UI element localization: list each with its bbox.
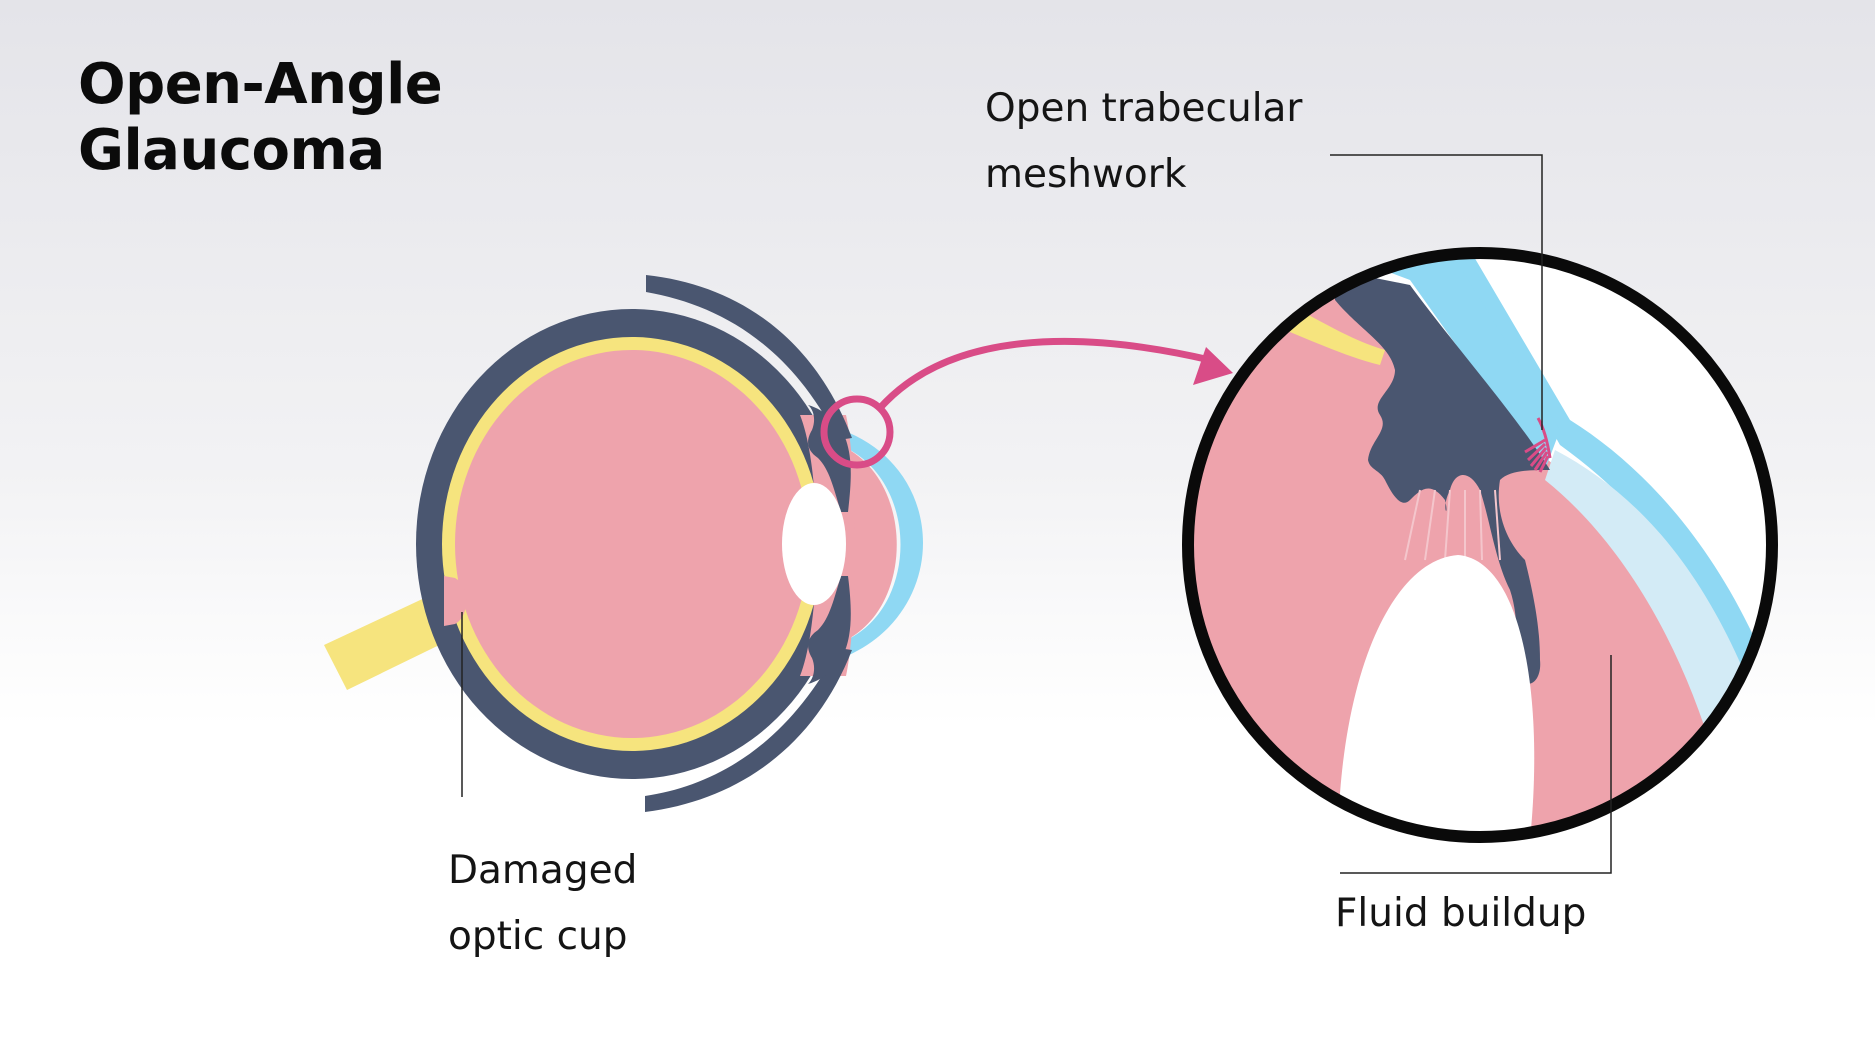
anterior-chamber [842,446,897,642]
sclera-band [1330,253,1560,470]
chamber-fluid [1188,260,1740,837]
magnifier-border [1182,247,1778,843]
cornea [842,430,923,658]
label-trabecular-meshwork: Open trabecular meshwork [985,76,1302,208]
label-trabecular-line-1: Open trabecular [985,86,1303,131]
title-line-2: Glaucoma [78,118,385,183]
cornea-outer [1450,253,1772,740]
leader-line-fluid [1340,655,1612,874]
magnified-lens [1338,555,1535,837]
title-line-1: Open-Angle [78,52,443,117]
cornea-inner [1545,450,1770,760]
label-damaged-optic-cup: Damaged optic cup [448,838,637,970]
iris-bottom [808,576,851,684]
diagram-title: Open-Angle Glaucoma [78,52,443,184]
zoom-arrow-head [1193,347,1233,385]
magnified-view [1182,247,1778,843]
zonule-fibers [1404,489,1501,561]
leader-lines [461,154,1612,874]
iris-top [808,405,851,512]
lens [782,483,846,605]
trabecular-meshwork [1524,417,1552,473]
label-fluid-buildup: Fluid buildup [1335,891,1587,936]
damaged-optic-cup [444,576,467,626]
highlight-ring [820,395,894,469]
label-cup-line-1: Damaged [448,848,638,893]
ciliary-body [1335,270,1550,684]
eye-cross-section [324,275,923,812]
label-cup-line-2: optic cup [448,914,628,959]
leader-line-trabecular [1330,154,1543,430]
label-trabecular-line-2: meshwork [985,152,1187,197]
zoom-arrow [876,337,1214,412]
vitreous-body [455,350,809,738]
